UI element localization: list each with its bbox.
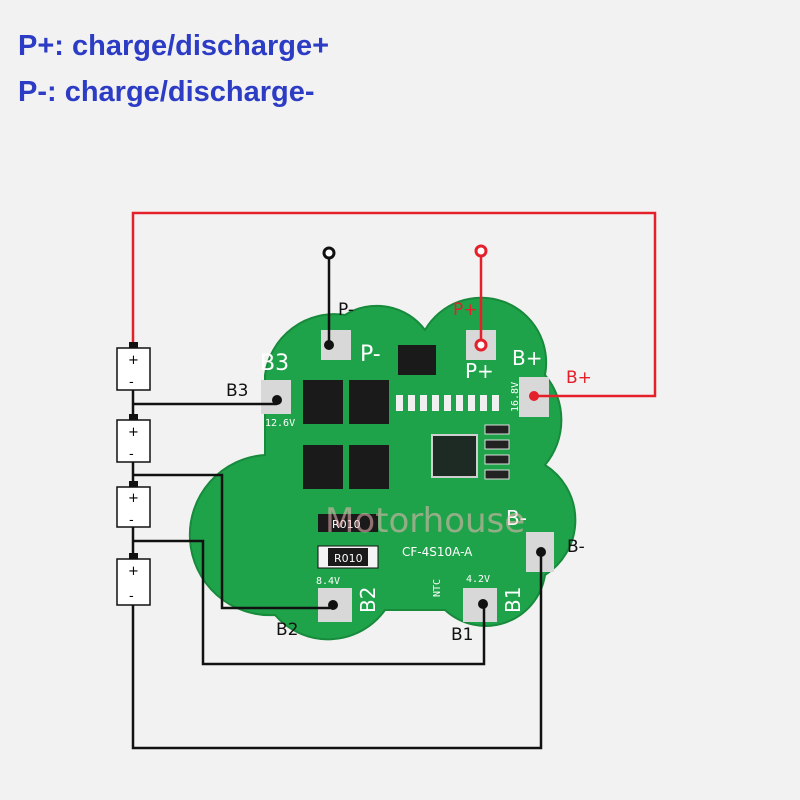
voltage-b1: 4.2V bbox=[466, 574, 490, 585]
terminal-p-minus-open bbox=[322, 246, 336, 260]
cell-4-minus: - bbox=[129, 589, 134, 604]
terminal-p-plus-open bbox=[474, 244, 488, 258]
silk-b1: B1 bbox=[501, 587, 525, 613]
terminal-b-plus-dot bbox=[529, 391, 539, 401]
silk-b3: B3 bbox=[260, 351, 289, 376]
shunt-resistor-top-label: R010 bbox=[332, 518, 361, 531]
cell-4-plus: + bbox=[128, 564, 139, 579]
mosfet-1 bbox=[303, 380, 343, 424]
shunt-resistor-top bbox=[318, 514, 378, 532]
terminal-p-plus-dot bbox=[474, 338, 488, 352]
label-b1: B1 bbox=[451, 625, 473, 645]
wire-b-plus bbox=[131, 211, 657, 398]
cell-3-minus: - bbox=[129, 513, 134, 528]
capacitor-column bbox=[484, 424, 510, 480]
cell-1-minus: - bbox=[129, 375, 134, 390]
label-p-plus: P+ bbox=[453, 300, 478, 320]
wire-b1 bbox=[133, 539, 486, 666]
battery-cell-2: + - bbox=[116, 414, 151, 463]
silk-b2: B2 bbox=[356, 587, 380, 613]
silk-p-minus: P- bbox=[360, 342, 381, 367]
shunt-resistor-label: R010 bbox=[334, 552, 363, 565]
silk-b-plus: B+ bbox=[512, 346, 542, 370]
label-b-plus: B+ bbox=[566, 368, 592, 388]
ntc-label: NTC bbox=[432, 579, 443, 597]
label-p-minus: P- bbox=[338, 300, 354, 320]
red-wires bbox=[131, 211, 657, 398]
battery-cell-1: + - bbox=[116, 342, 151, 391]
watermark: Motorhouse bbox=[325, 501, 525, 541]
label-b2: B2 bbox=[276, 620, 298, 640]
control-ic bbox=[431, 434, 478, 478]
label-b3: B3 bbox=[226, 381, 248, 401]
mosfet-4 bbox=[349, 445, 389, 489]
voltage-b3: 12.6V bbox=[265, 418, 295, 429]
mosfet-2 bbox=[349, 380, 389, 424]
resistor-row bbox=[396, 395, 499, 411]
pcb-board: B3 P- P+ B+ B- B2 B1 12.6V 16.8V 8.4V 4.… bbox=[188, 296, 577, 641]
cell-2-plus: + bbox=[128, 425, 139, 440]
wire-b-minus bbox=[131, 552, 543, 750]
cell-2-minus: - bbox=[129, 447, 134, 462]
battery-cell-4: + - bbox=[116, 553, 151, 606]
model-label: CF-4S10A-A bbox=[402, 545, 473, 559]
terminal-b-minus-dot bbox=[536, 547, 546, 557]
battery-cell-3: + - bbox=[116, 481, 151, 528]
black-wires bbox=[131, 253, 543, 750]
shunt-resistor-body bbox=[328, 548, 368, 566]
silk-p-plus: P+ bbox=[465, 359, 494, 383]
silk-b-minus: B- bbox=[506, 506, 527, 530]
cell-3-plus: + bbox=[128, 491, 139, 506]
top-chip bbox=[398, 345, 436, 375]
terminal-b3-dot bbox=[272, 395, 282, 405]
wire-b2 bbox=[133, 473, 330, 610]
terminal-p-minus-dot bbox=[324, 340, 334, 350]
header-line-p-minus: P-: charge/discharge- bbox=[18, 76, 315, 108]
mosfet-3 bbox=[303, 445, 343, 489]
terminal-b2-dot bbox=[328, 600, 338, 610]
voltage-b2: 8.4V bbox=[316, 576, 340, 587]
voltage-b-plus: 16.8V bbox=[510, 382, 521, 412]
terminal-b1-dot bbox=[478, 599, 488, 609]
cell-1-plus: + bbox=[128, 353, 139, 368]
label-b-minus: B- bbox=[567, 537, 585, 557]
header-line-p-plus: P+: charge/discharge+ bbox=[18, 30, 330, 62]
